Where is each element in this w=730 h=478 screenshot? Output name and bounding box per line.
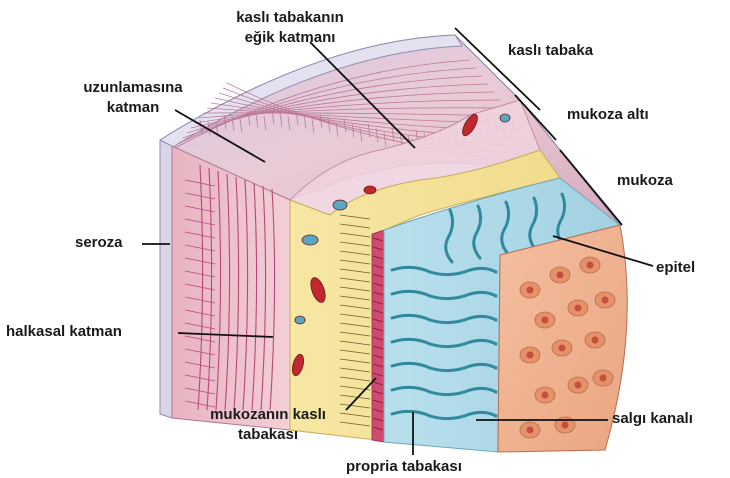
label-kasli-tabaka: kaslı tabaka (508, 41, 593, 60)
pit-center (557, 272, 564, 279)
pit-center (587, 262, 594, 269)
label-katman: katman (58, 98, 208, 117)
pit-center (542, 317, 549, 324)
label-halkasal-katman: halkasal katman (6, 322, 122, 341)
label-salgi-kanali: salgı kanalı (612, 409, 693, 428)
vessel (500, 114, 510, 122)
pit-center (575, 305, 582, 312)
pit-center (542, 392, 549, 399)
label-propria-tabakasi: propria tabakası (346, 457, 462, 476)
label-uzunlamasina: uzunlamasına (58, 78, 208, 97)
vessel (333, 200, 347, 210)
label-kasli-tabakanin: kaslı tabakanın (215, 8, 365, 27)
label-epitel: epitel (656, 258, 695, 277)
label-egik-katmani: eğik katmanı (215, 28, 365, 47)
label-mukoza: mukoza (617, 171, 673, 190)
label-tabakasi: tabakası (188, 425, 348, 444)
pit-center (602, 297, 609, 304)
label-seroza: seroza (75, 233, 123, 252)
pit-center (527, 352, 534, 359)
pit-center (562, 422, 569, 429)
pit-center (575, 382, 582, 389)
pit-center (592, 337, 599, 344)
vessel (295, 316, 305, 324)
pit-center (600, 375, 607, 382)
vessel (364, 186, 376, 194)
label-mukoza-alti: mukoza altı (567, 105, 649, 124)
pit-center (527, 427, 534, 434)
pit-center (559, 345, 566, 352)
pit-center (527, 287, 534, 294)
label-mukozanin-kasli: mukozanın kaslı (188, 405, 348, 424)
vessel (302, 235, 318, 245)
serosa-face (160, 140, 172, 418)
